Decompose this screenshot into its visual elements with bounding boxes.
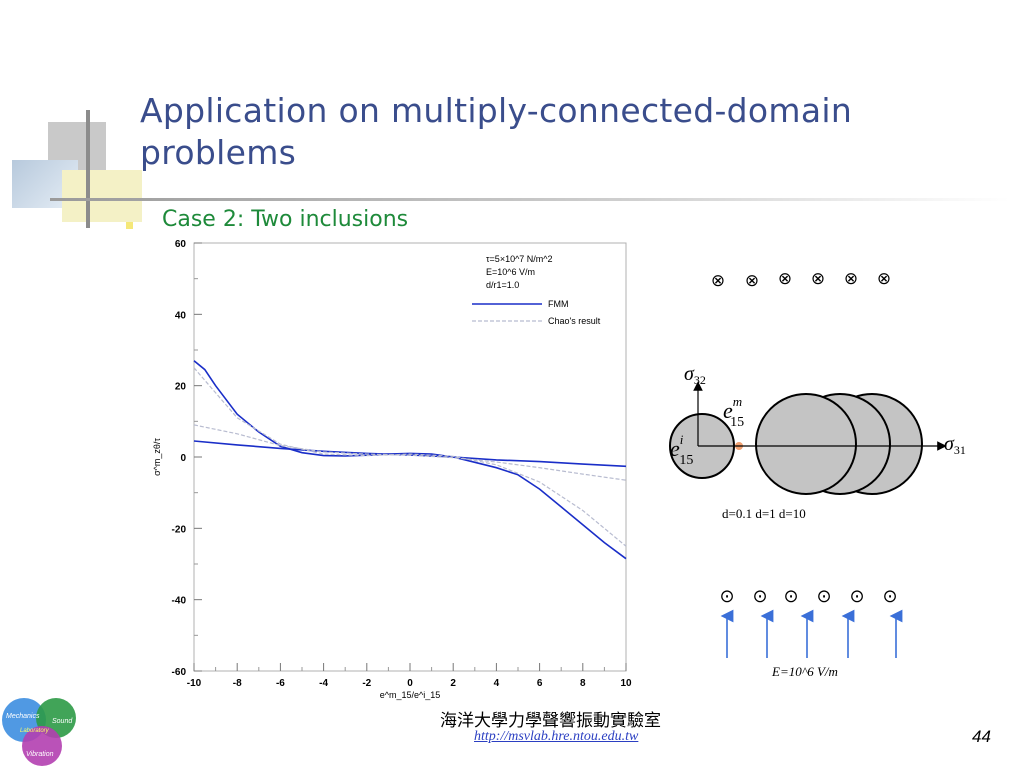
x-tick-label: -8 — [233, 678, 242, 689]
y-tick-label: 40 — [175, 310, 187, 321]
into-page-icon: ⊗ — [778, 269, 792, 289]
x-tick-label: -4 — [319, 678, 328, 689]
x-tick-label: 0 — [407, 678, 413, 689]
sigma31-label: σ31 — [944, 433, 966, 457]
out-of-page-icon: ⊙ — [719, 586, 734, 607]
into-page-icon: ⊗ — [811, 269, 825, 289]
slide-subtitle: Case 2: Two inclusions — [162, 207, 409, 232]
field-label: E=10^6 V/m — [771, 664, 838, 679]
y-tick-label: -20 — [172, 524, 187, 535]
y-tick-label: 60 — [175, 239, 187, 250]
decor-square-yellow — [62, 170, 142, 222]
annotation-tau: τ=5×10^7 N/m^2 — [486, 254, 553, 264]
y-tick-label: 0 — [180, 453, 186, 464]
x-tick-label: 6 — [537, 678, 543, 689]
sigma32-label: σ32 — [684, 363, 706, 387]
series-line-chao — [193, 424, 627, 481]
x-tick-label: 2 — [450, 678, 456, 689]
x-tick-label: -10 — [187, 678, 202, 689]
svg-text:Sound: Sound — [52, 718, 73, 725]
annotation-field: E=10^6 V/m — [486, 267, 535, 277]
chart-legend: τ=5×10^7 N/m^2 E=10^6 V/m d/r1=1.0 FMM C… — [472, 254, 601, 326]
out-of-page-icon: ⊙ — [882, 586, 897, 607]
x-tick-label: -6 — [276, 678, 285, 689]
into-page-symbols: ⊗ ⊗ ⊗ ⊗ ⊗ ⊗ — [711, 269, 891, 291]
out-of-page-icon: ⊙ — [816, 586, 831, 607]
out-of-page-symbols: ⊙ ⊙ ⊙ ⊙ ⊙ ⊙ — [719, 586, 897, 607]
svg-text:Vibration: Vibration — [26, 751, 54, 758]
out-of-page-icon: ⊙ — [783, 586, 798, 607]
into-page-icon: ⊗ — [745, 271, 759, 291]
x-tick-label: 4 — [494, 678, 500, 689]
x-axis-label: e^m_15/e^i_15 — [380, 690, 441, 700]
slide-title: Application on multiply-connected-domain… — [140, 91, 853, 172]
y-tick-label: 20 — [175, 382, 187, 393]
legend-label-fmm: FMM — [548, 299, 569, 309]
title-underline — [50, 198, 1010, 201]
x-tick-label: 10 — [620, 678, 632, 689]
x-tick-label: -2 — [362, 678, 371, 689]
out-of-page-icon: ⊙ — [849, 586, 864, 607]
annotation-ratio: d/r1=1.0 — [486, 280, 519, 290]
chart-series — [193, 360, 627, 560]
out-of-page-icon: ⊙ — [752, 586, 767, 607]
into-page-icon: ⊗ — [877, 269, 891, 289]
legend-label-chao: Chao's result — [548, 316, 601, 326]
footer-lab-name: 海洋大學力學聲響振動實驗室 — [440, 711, 661, 731]
svg-text:Laboratory: Laboratory — [20, 728, 50, 734]
footer-link[interactable]: http://msvlab.hre.ntou.edu.tw — [474, 729, 639, 744]
y-axis-label: σ^m_zθ/τ — [152, 438, 162, 476]
field-arrows — [720, 609, 903, 658]
y-tick-label: -60 — [172, 667, 187, 678]
plot-frame — [193, 242, 627, 672]
into-page-icon: ⊗ — [711, 271, 725, 291]
page-number: 44 — [972, 727, 991, 746]
spacing-label: d=0.1 d=1 d=10 — [722, 506, 806, 521]
lab-logo: Mechanics Sound Laboratory Vibration — [2, 698, 76, 766]
inclusion-right-1 — [755, 393, 857, 495]
decor-vertical-line — [86, 110, 90, 228]
series-line-chao — [193, 367, 627, 547]
chart-ticks — [193, 242, 627, 672]
bullet-icon — [126, 222, 133, 229]
x-tick-label: 8 — [580, 678, 586, 689]
y-tick-label: -40 — [172, 596, 187, 607]
svg-text:Mechanics: Mechanics — [6, 713, 40, 720]
into-page-icon: ⊗ — [844, 269, 858, 289]
